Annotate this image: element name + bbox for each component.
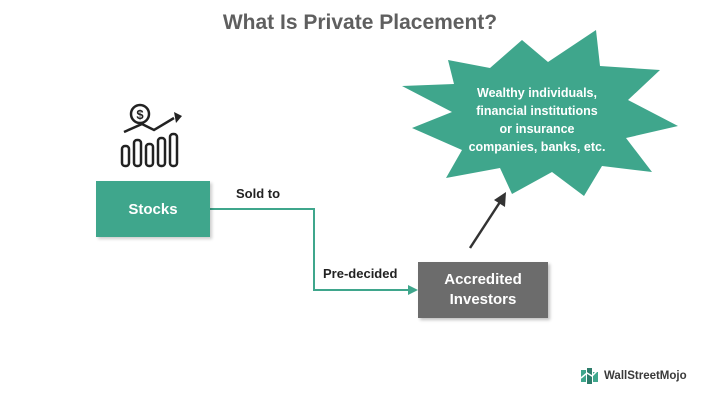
- arrowhead-to-callout: [494, 192, 506, 207]
- wallstreetmojo-logo-icon: [580, 368, 600, 384]
- brand-logo: WallStreetMojo: [580, 366, 687, 386]
- edge-label-sold-to: Sold to: [236, 186, 281, 201]
- diagram-title: What Is Private Placement?: [222, 11, 498, 34]
- brand-name: WallStreetMojo: [604, 370, 687, 382]
- callout-line: financial institutions: [476, 104, 598, 118]
- connector-stocks-to-investors: [210, 208, 410, 291]
- callout-line: Wealthy individuals,: [477, 86, 597, 100]
- node-stocks: Stocks: [96, 181, 210, 237]
- node-accredited-investors: Accredited Investors: [418, 262, 548, 318]
- arrowhead-to-investors: [408, 285, 418, 295]
- arrow-investors-to-callout: [468, 201, 502, 249]
- callout-text: Wealthy individuals, financial instituti…: [452, 84, 622, 156]
- edge-label-pre-decided: Pre-decided: [323, 266, 398, 281]
- callout-line: or insurance: [499, 122, 575, 136]
- svg-text:$: $: [136, 107, 144, 122]
- callout-line: companies, banks, etc.: [468, 140, 606, 154]
- dollar-coin-rising-chart-icon: $: [120, 103, 182, 168]
